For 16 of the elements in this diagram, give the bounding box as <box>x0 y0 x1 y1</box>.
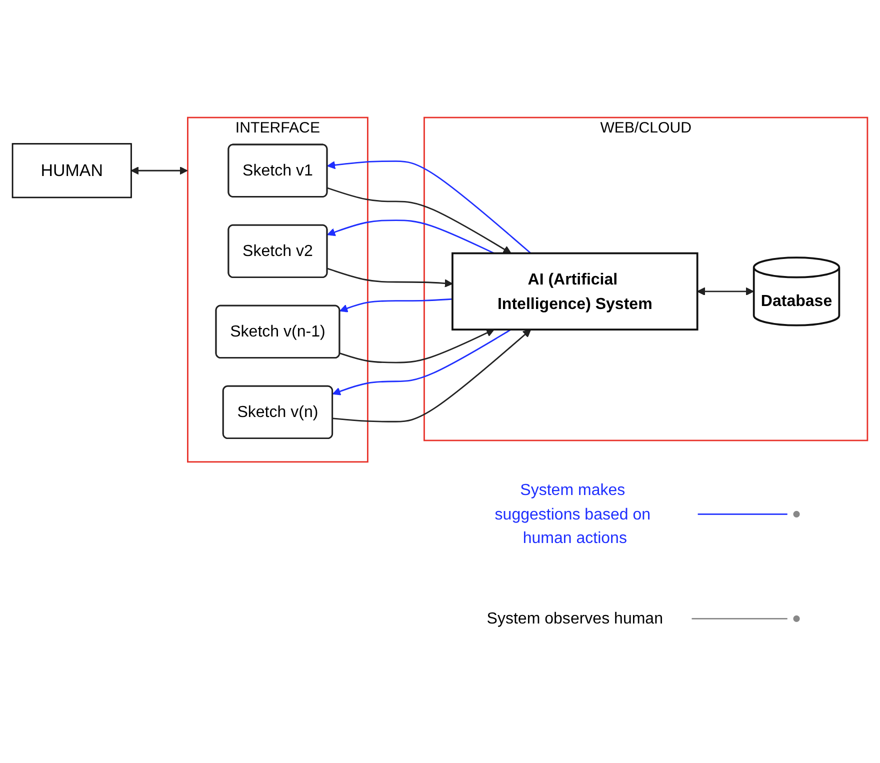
arrow <box>130 166 188 176</box>
arrow <box>696 288 754 296</box>
arrow <box>332 329 512 396</box>
arrow <box>340 298 452 313</box>
arrow <box>327 160 532 254</box>
arrow <box>327 188 512 254</box>
node-text: System makes suggestions based on human actions <box>494 481 651 548</box>
arrow <box>340 329 494 364</box>
arrow <box>327 220 494 254</box>
connector <box>697 514 788 516</box>
connector <box>691 618 788 620</box>
arrow <box>332 330 532 423</box>
node-box: HUMAN <box>12 143 132 198</box>
arrow <box>327 268 453 288</box>
node-box: AI (Artificial Intelligence) System <box>452 252 698 331</box>
node-text: System observes human <box>486 610 664 628</box>
